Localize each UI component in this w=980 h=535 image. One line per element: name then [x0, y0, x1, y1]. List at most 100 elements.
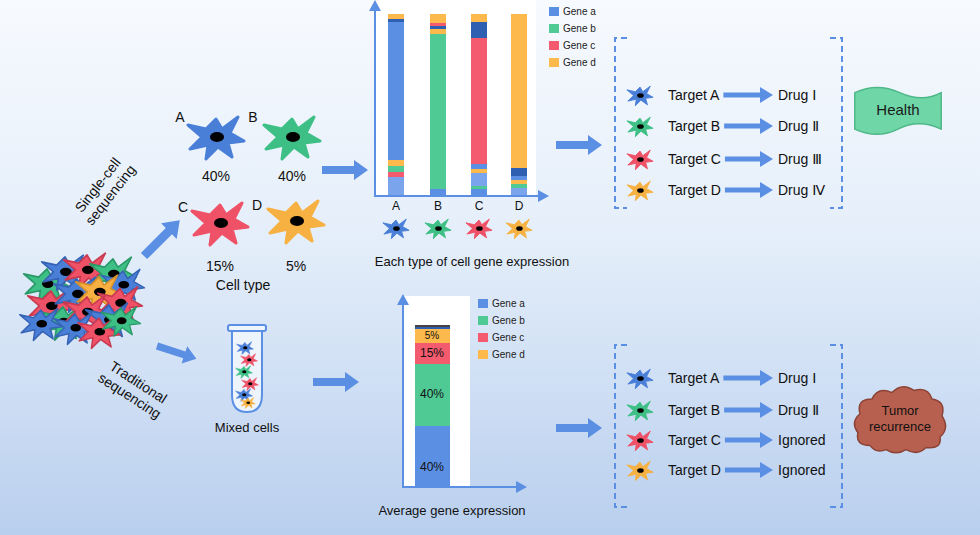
- flow-arrow: [556, 418, 602, 438]
- arrow-head: [760, 370, 773, 386]
- cell: [236, 366, 253, 379]
- legend-row: Gene d: [478, 349, 525, 360]
- bar-segment: [471, 169, 487, 173]
- cell-icon: [627, 401, 653, 421]
- arrow-head: [760, 151, 773, 167]
- connector-line: [724, 124, 761, 129]
- legend-swatch: [478, 350, 488, 359]
- node-text: Target C: [668, 151, 721, 167]
- legend-swatch: [478, 316, 488, 325]
- annotation-label: B: [248, 109, 257, 125]
- cell-d: [268, 201, 324, 243]
- bracket: [830, 38, 842, 208]
- bar-segment: [511, 168, 527, 176]
- annotation-label: 5%: [425, 330, 439, 342]
- bracket: [615, 38, 627, 208]
- arrow-connector: [723, 87, 773, 103]
- cell-icon: [506, 219, 532, 239]
- arrow-connector: [723, 370, 773, 386]
- node-text: Drug Ⅰ: [778, 370, 816, 386]
- arrow-connector: [724, 402, 773, 418]
- node-text: Drug Ⅱ: [778, 118, 819, 134]
- node-text: Drug Ⅳ: [778, 182, 825, 198]
- node-text: Target A: [668, 87, 719, 103]
- bar-segment: [388, 22, 404, 160]
- connector-line: [723, 376, 761, 381]
- axis-head: [397, 294, 409, 305]
- node-text: Target B: [668, 402, 720, 418]
- stacked-bar-chart: [369, 0, 549, 239]
- legend-row: Gene b: [549, 23, 596, 34]
- node-text: Drug Ⅰ: [778, 87, 816, 103]
- legend-text: Gene c: [492, 332, 524, 343]
- cloud-shape-path: [854, 387, 945, 453]
- bar-segment: [511, 180, 527, 184]
- annotation-label: B: [434, 200, 442, 214]
- annotation-label: D: [515, 200, 524, 214]
- health-flag-path: [855, 87, 941, 134]
- bar-segment: [430, 189, 446, 195]
- flow-arrow: [313, 372, 359, 392]
- legend-swatch: [549, 7, 559, 16]
- chart-axis: [402, 486, 518, 488]
- connector-line: [725, 468, 761, 473]
- arrow-connector: [725, 182, 773, 198]
- bar-segment: [430, 14, 446, 23]
- text-node: Drug Ⅰ: [778, 370, 816, 386]
- arrow-head: [760, 87, 773, 103]
- cell-a: [188, 117, 244, 159]
- arrow-head: [760, 182, 773, 198]
- annotation-label: Each type of cell gene expression: [375, 255, 569, 270]
- text-node: Target C: [668, 432, 721, 448]
- bar-segment: [511, 14, 527, 168]
- bar-segment: [388, 14, 404, 19]
- bar-segment: [415, 329, 450, 343]
- annotation-label: Single-cell sequencing: [67, 149, 142, 232]
- node-text: Health: [876, 101, 919, 119]
- bar-segment: [388, 172, 404, 177]
- text-node: Ignored: [778, 432, 825, 448]
- chart-axis: [374, 195, 540, 197]
- node-text: Drug Ⅱ: [778, 402, 819, 418]
- arrow-connector: [725, 151, 773, 167]
- cell: [101, 307, 140, 336]
- text-node: Drug Ⅳ: [778, 182, 825, 198]
- legend-swatch: [478, 299, 488, 308]
- annotation-label: 15%: [206, 258, 234, 274]
- text-node: Target A: [668, 370, 719, 386]
- annotation-label: Average gene expression: [378, 504, 525, 519]
- bar-segment: [471, 14, 487, 22]
- bar-segment: [388, 160, 404, 166]
- chart-ground: [404, 296, 470, 487]
- health-flag: Health: [853, 84, 943, 136]
- flow-arrow: [322, 160, 368, 180]
- annotation-label: 15%: [420, 347, 444, 361]
- bar-segment: [415, 325, 450, 327]
- cell-types: [188, 117, 324, 245]
- cell: [237, 342, 254, 355]
- bar-segment: [471, 186, 487, 189]
- legend-swatch: [549, 58, 559, 67]
- annotation-label: A: [175, 109, 184, 125]
- bracket: [830, 345, 842, 507]
- cell-c: [192, 203, 248, 245]
- arrow-head: [760, 402, 773, 418]
- cell-icon: [425, 219, 451, 239]
- node-text: Target D: [668, 182, 721, 198]
- annotation-label: Cell type: [216, 277, 270, 293]
- bar-segment: [471, 22, 487, 38]
- cell-icon: [383, 219, 409, 239]
- legend-row: Gene c: [478, 332, 524, 343]
- annotation-label: 40%: [202, 168, 230, 184]
- cell-icon: [627, 86, 653, 106]
- node-text: Tumor recurrence: [866, 403, 934, 434]
- arrow-head: [760, 432, 773, 448]
- text-node: Drug Ⅱ: [778, 118, 819, 134]
- node-text: Ignored: [778, 432, 825, 448]
- bracket: [615, 345, 627, 507]
- annotation-label: A: [392, 200, 400, 214]
- node-text: Target C: [668, 432, 721, 448]
- chart-axis: [374, 8, 376, 197]
- arrow-connector: [724, 118, 773, 134]
- arrow-connector: [725, 432, 773, 448]
